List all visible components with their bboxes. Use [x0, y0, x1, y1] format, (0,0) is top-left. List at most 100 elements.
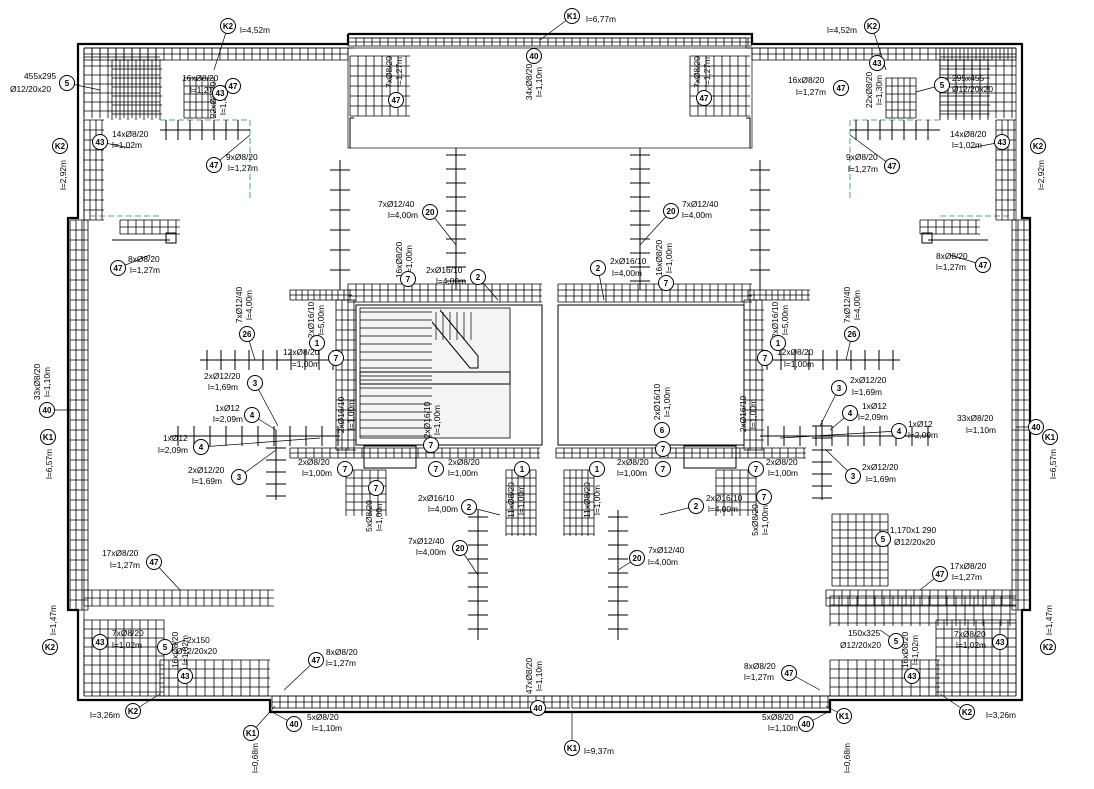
- rebar-grids: [69, 37, 1031, 709]
- bar-mark-bubble: 1: [514, 461, 530, 477]
- bar-label: Ø12/20x20: [10, 84, 51, 94]
- bar-label-vertical: l=1,47m: [1044, 605, 1054, 635]
- bar-mark-number: K1: [1045, 433, 1056, 442]
- bar-label: l=1,27m: [744, 672, 774, 682]
- bar-mark-bubble: 4: [244, 407, 260, 423]
- bar-label: l=6,77m: [586, 14, 616, 24]
- bar-mark-bubble: 26: [844, 326, 860, 342]
- bar-mark-number: K1: [839, 712, 850, 721]
- bar-mark-bubble: 5: [157, 639, 173, 655]
- bar-mark-bubble: 20: [452, 540, 468, 556]
- rebar-line: [850, 120, 940, 140]
- bar-label: l=1,27m: [110, 560, 140, 570]
- bar-label: 2xØ16/10: [418, 493, 455, 503]
- rebar-mesh: [995, 119, 1016, 221]
- stair-block: [355, 304, 543, 469]
- rebar-mesh: [83, 589, 274, 607]
- bar-label-vertical: l=1,00m: [664, 243, 674, 273]
- bar-label: l=4,00m: [612, 268, 642, 278]
- rebar-mesh: [119, 219, 180, 235]
- bar-label: l=1,27m: [228, 163, 258, 173]
- bar-label: l=1,02m: [112, 640, 142, 650]
- bar-label: 2xØ12/20: [850, 375, 887, 385]
- bar-label: 150x325: [848, 628, 880, 638]
- rebar-line: [446, 148, 466, 290]
- bar-mark-number: 4: [897, 427, 902, 436]
- rebar-mesh: [335, 299, 356, 451]
- leader-line: [254, 382, 279, 427]
- bar-label: l=4,00m: [648, 557, 678, 567]
- bar-mark-number: 7: [343, 465, 348, 474]
- bar-label: 14xØ8/20: [950, 129, 987, 139]
- rebar-mesh: [505, 469, 537, 536]
- bar-label: 1xØ12: [908, 419, 933, 429]
- bar-mark-bubble: 4: [193, 439, 209, 455]
- bar-mark-bubble: 7: [328, 350, 344, 366]
- bar-mark-number: 43: [908, 672, 917, 681]
- bar-label-vertical: l=0,68m: [250, 743, 260, 773]
- bar-label: 7xØ12/40: [408, 536, 445, 546]
- rebar-mesh: [825, 589, 1016, 607]
- bar-mark-bubble: 47: [388, 92, 404, 108]
- bar-mark-bubble: 20: [422, 204, 438, 220]
- bar-label-vertical: 2xØ16/10: [422, 402, 432, 439]
- bar-mark-bubble: 20: [629, 550, 645, 566]
- bar-label: 7xØ12/40: [682, 199, 719, 209]
- rebar-line: [750, 160, 770, 290]
- bar-mark-number: 3: [253, 379, 258, 388]
- bar-label: 2x150: [187, 635, 210, 645]
- bar-label-vertical: 2xØ16/10: [306, 302, 316, 339]
- bar-label: 2xØ8/20: [617, 457, 649, 467]
- bar-mark-bubble: 43: [992, 634, 1008, 650]
- bar-mark-bubble: 43: [994, 134, 1010, 150]
- bar-label-vertical: 34xØ8/20: [524, 64, 534, 101]
- bar-label: 17xØ8/20: [102, 548, 139, 558]
- bar-mark-number: 47: [114, 264, 123, 273]
- bar-mark-number: 47: [979, 261, 988, 270]
- bar-label-vertical: 47xØ8/20: [524, 658, 534, 695]
- bar-mark-bubble: 47: [206, 157, 222, 173]
- bar-label-vertical: l=4,00m: [244, 290, 254, 320]
- bar-label-vertical: l=1,02m: [180, 635, 190, 665]
- bar-label: 8xØ8/20: [744, 661, 776, 671]
- bar-label: l=1,02m: [956, 640, 986, 650]
- bar-mark-bubble: 6: [654, 422, 670, 438]
- rebar-mesh: [919, 219, 980, 235]
- bar-label: l=1,00m: [448, 468, 478, 478]
- bar-label-vertical: l=1,00m: [662, 387, 672, 417]
- bar-label: l=4,52m: [827, 25, 857, 35]
- bar-label: l=1,69m: [866, 474, 896, 484]
- bar-label-vertical: l=5,00m: [316, 305, 326, 335]
- bar-label: 1xØ12: [215, 403, 240, 413]
- bar-mark-bubble: 3: [845, 468, 861, 484]
- bar-label: 9xØ8/20: [226, 152, 258, 162]
- rebar-mesh: [289, 447, 540, 459]
- bar-label: l=2,09m: [858, 412, 888, 422]
- bar-mark-number: 40: [802, 720, 811, 729]
- bar-mark-number: K1: [567, 744, 578, 753]
- rebar-line: [330, 160, 350, 290]
- rebar-ticks: [160, 120, 940, 640]
- bar-label-vertical: 16xØ8/20: [394, 242, 404, 279]
- bar-mark-number: 5: [881, 535, 886, 544]
- bar-mark-bubble: 4: [842, 405, 858, 421]
- bar-mark-number: K2: [1033, 142, 1044, 151]
- rebar-mesh: [83, 119, 104, 221]
- bar-label: l=1,27m: [130, 265, 160, 275]
- bar-label: l=1,27m: [190, 85, 220, 95]
- bar-mark-number: 40: [290, 720, 299, 729]
- bar-label-vertical: l=1,47m: [48, 605, 58, 635]
- bar-mark-number: 1: [595, 465, 600, 474]
- rebar-line: [266, 430, 286, 500]
- bar-label: Ø12/20x20: [952, 84, 993, 94]
- bar-label-vertical: l=5,00m: [780, 305, 790, 335]
- rebar-mesh: [743, 299, 764, 451]
- bar-label: 2xØ8/20: [298, 457, 330, 467]
- bar-mark-number: 43: [996, 638, 1005, 647]
- rebar-line: [200, 350, 340, 370]
- bar-label: l=1,69m: [208, 382, 238, 392]
- rebar-mesh: [347, 37, 752, 47]
- bar-mark-bubble: 43: [869, 55, 885, 71]
- bar-label: 14xØ8/20: [112, 129, 149, 139]
- bar-mark-number: K1: [567, 12, 578, 21]
